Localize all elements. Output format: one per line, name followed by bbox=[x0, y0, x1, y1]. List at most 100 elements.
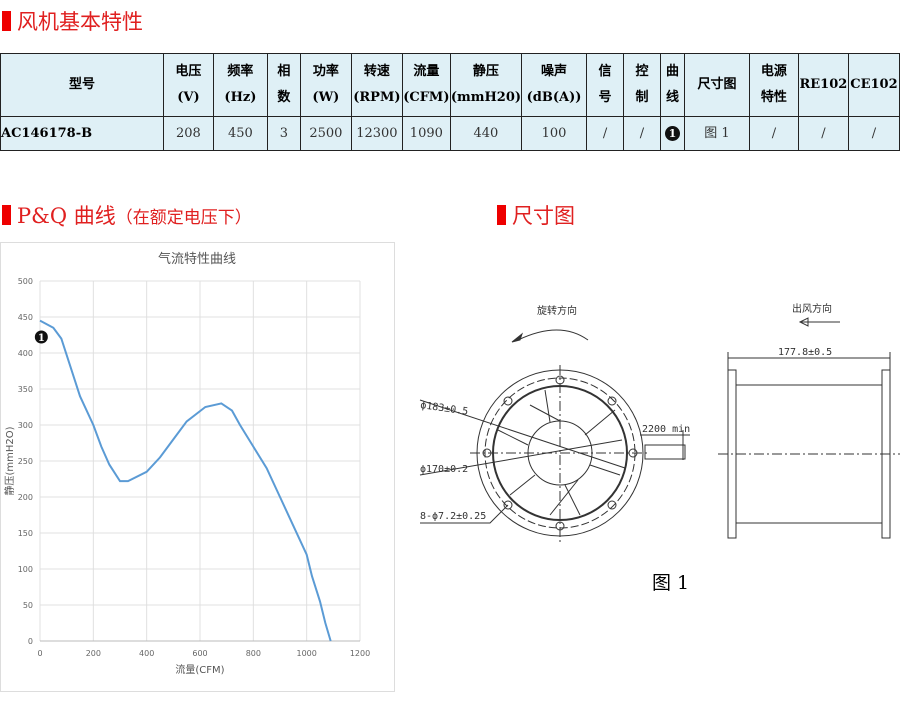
header-text: 功率 bbox=[312, 64, 339, 79]
header-text: 转速 bbox=[363, 64, 390, 79]
spec-table: 型号电压(V)频率(Hz)相数功率(W)转速(RPM)流量(CFM)静压(mmH… bbox=[0, 53, 900, 151]
data-cell: / bbox=[797, 116, 849, 151]
data-cell: 1090 bbox=[401, 116, 451, 151]
header-cell: 静压(mmH20) bbox=[449, 53, 523, 117]
y-tick-label: 500 bbox=[18, 277, 33, 286]
header-cell: 功率 (W) bbox=[299, 53, 352, 117]
header-text: 特性 bbox=[760, 90, 787, 105]
header-text: 数 bbox=[277, 90, 291, 105]
header-text: 曲 bbox=[665, 64, 679, 79]
header-cell: 信号 bbox=[586, 53, 624, 117]
header-cell: 控制 bbox=[623, 53, 661, 117]
x-tick-label: 1000 bbox=[296, 649, 316, 658]
section-title-dims: 尺寸图 bbox=[497, 200, 575, 230]
cell-text: 450 bbox=[228, 125, 253, 141]
y-tick-label: 400 bbox=[18, 349, 33, 358]
svg-text:ϕ170±0.2: ϕ170±0.2 bbox=[420, 464, 468, 475]
header-text: (dB(A)) bbox=[526, 90, 582, 105]
cell-text: / bbox=[821, 125, 826, 141]
header-cell: 尺寸图 bbox=[683, 53, 750, 117]
data-cell: / bbox=[847, 116, 900, 151]
cell-text: 12300 bbox=[356, 125, 398, 141]
header-cell: CE102 bbox=[847, 53, 900, 117]
data-cell: 1 bbox=[659, 116, 685, 151]
header-cell: 频率(Hz) bbox=[212, 53, 268, 117]
data-cell: / bbox=[586, 116, 624, 151]
y-tick-label: 0 bbox=[28, 637, 33, 646]
header-text: 电源 bbox=[760, 64, 787, 79]
svg-text:8-ϕ7.2±0.25: 8-ϕ7.2±0.25 bbox=[420, 511, 486, 522]
data-cell: 440 bbox=[449, 116, 523, 151]
svg-text:2200 min: 2200 min bbox=[642, 424, 690, 435]
cell-text: 208 bbox=[176, 125, 201, 141]
header-text: (CFM) bbox=[403, 90, 450, 105]
header-text: 噪声 bbox=[541, 64, 568, 79]
curve-marker-icon bbox=[34, 330, 48, 344]
data-cell: / bbox=[623, 116, 661, 151]
header-cell: 电源特性 bbox=[748, 53, 799, 117]
header-text: 尺寸图 bbox=[697, 77, 737, 92]
header-text: 信 bbox=[598, 64, 612, 79]
header-cell: 流量 (CFM) bbox=[401, 53, 451, 117]
cell-text: 2500 bbox=[309, 125, 343, 141]
data-cell: 3 bbox=[266, 116, 301, 151]
y-tick-label: 450 bbox=[18, 313, 33, 322]
header-text: 线 bbox=[665, 90, 679, 105]
data-cell: 12300 bbox=[350, 116, 403, 151]
header-text: (Hz) bbox=[224, 90, 257, 105]
header-text: 电压 bbox=[175, 64, 202, 79]
header-text: 静压 bbox=[472, 64, 499, 79]
header-text: 控 bbox=[635, 64, 649, 79]
chart-title: 气流特性曲线 bbox=[158, 251, 236, 267]
x-tick-label: 600 bbox=[192, 649, 207, 658]
cell-text: AC146178-B bbox=[1, 125, 93, 141]
y-tick-label: 150 bbox=[18, 529, 33, 538]
x-tick-label: 400 bbox=[139, 649, 154, 658]
header-text: (V) bbox=[177, 90, 200, 105]
header-cell: 相数 bbox=[266, 53, 301, 117]
x-tick-label: 800 bbox=[246, 649, 261, 658]
header-text: 型号 bbox=[68, 77, 95, 92]
header-cell: 转速 (RPM) bbox=[350, 53, 403, 117]
y-tick-label: 100 bbox=[18, 565, 33, 574]
curve-marker-icon: 1 bbox=[664, 125, 680, 141]
header-cell: 噪声 (dB(A)) bbox=[521, 53, 588, 117]
header-text: 号 bbox=[598, 90, 612, 105]
header-cell: 曲线 bbox=[659, 53, 685, 117]
header-cell: 型号 bbox=[0, 53, 164, 117]
cell-text: 440 bbox=[473, 125, 499, 141]
header-text: (W) bbox=[312, 90, 340, 105]
header-text: (RPM) bbox=[353, 90, 401, 105]
svg-text:ϕ183±0.5: ϕ183±0.5 bbox=[420, 400, 469, 418]
header-cell: 电压 (V) bbox=[162, 53, 214, 117]
data-cell: 450 bbox=[212, 116, 268, 151]
data-cell: 100 bbox=[521, 116, 588, 151]
data-cell: 208 bbox=[162, 116, 214, 151]
data-cell: 图 1 bbox=[683, 116, 750, 151]
x-axis-label: 流量(CFM) bbox=[175, 663, 224, 676]
cell-text: / bbox=[771, 125, 777, 141]
header-text: 相 bbox=[277, 64, 291, 79]
fan-side-view: 出风方向 177.8±0.5 bbox=[718, 302, 900, 539]
data-cell: AC146178-B bbox=[0, 116, 164, 151]
svg-text:出风方向: 出风方向 bbox=[792, 302, 832, 315]
y-tick-label: 50 bbox=[23, 601, 33, 610]
header-text: RE102 bbox=[799, 77, 848, 92]
data-cell: 2500 bbox=[299, 116, 352, 151]
y-tick-label: 300 bbox=[18, 421, 33, 430]
section-title-basic: 风机基本特性 bbox=[2, 6, 143, 36]
header-text: 流量 bbox=[413, 64, 440, 79]
cell-text: / bbox=[602, 125, 608, 141]
svg-text:177.8±0.5: 177.8±0.5 bbox=[778, 347, 832, 358]
header-text: CE102 bbox=[850, 77, 898, 92]
fan-front-view bbox=[419, 365, 690, 545]
y-axis-label: 静压(mmH2O) bbox=[3, 426, 16, 495]
series-line bbox=[39, 319, 332, 642]
cell-text: 100 bbox=[541, 125, 567, 141]
x-tick-label: 0 bbox=[37, 649, 42, 658]
rotation-label: 旋转方向 bbox=[537, 304, 577, 317]
y-tick-label: 350 bbox=[18, 385, 33, 394]
x-tick-label: 200 bbox=[86, 649, 101, 658]
y-tick-label: 200 bbox=[18, 493, 33, 502]
